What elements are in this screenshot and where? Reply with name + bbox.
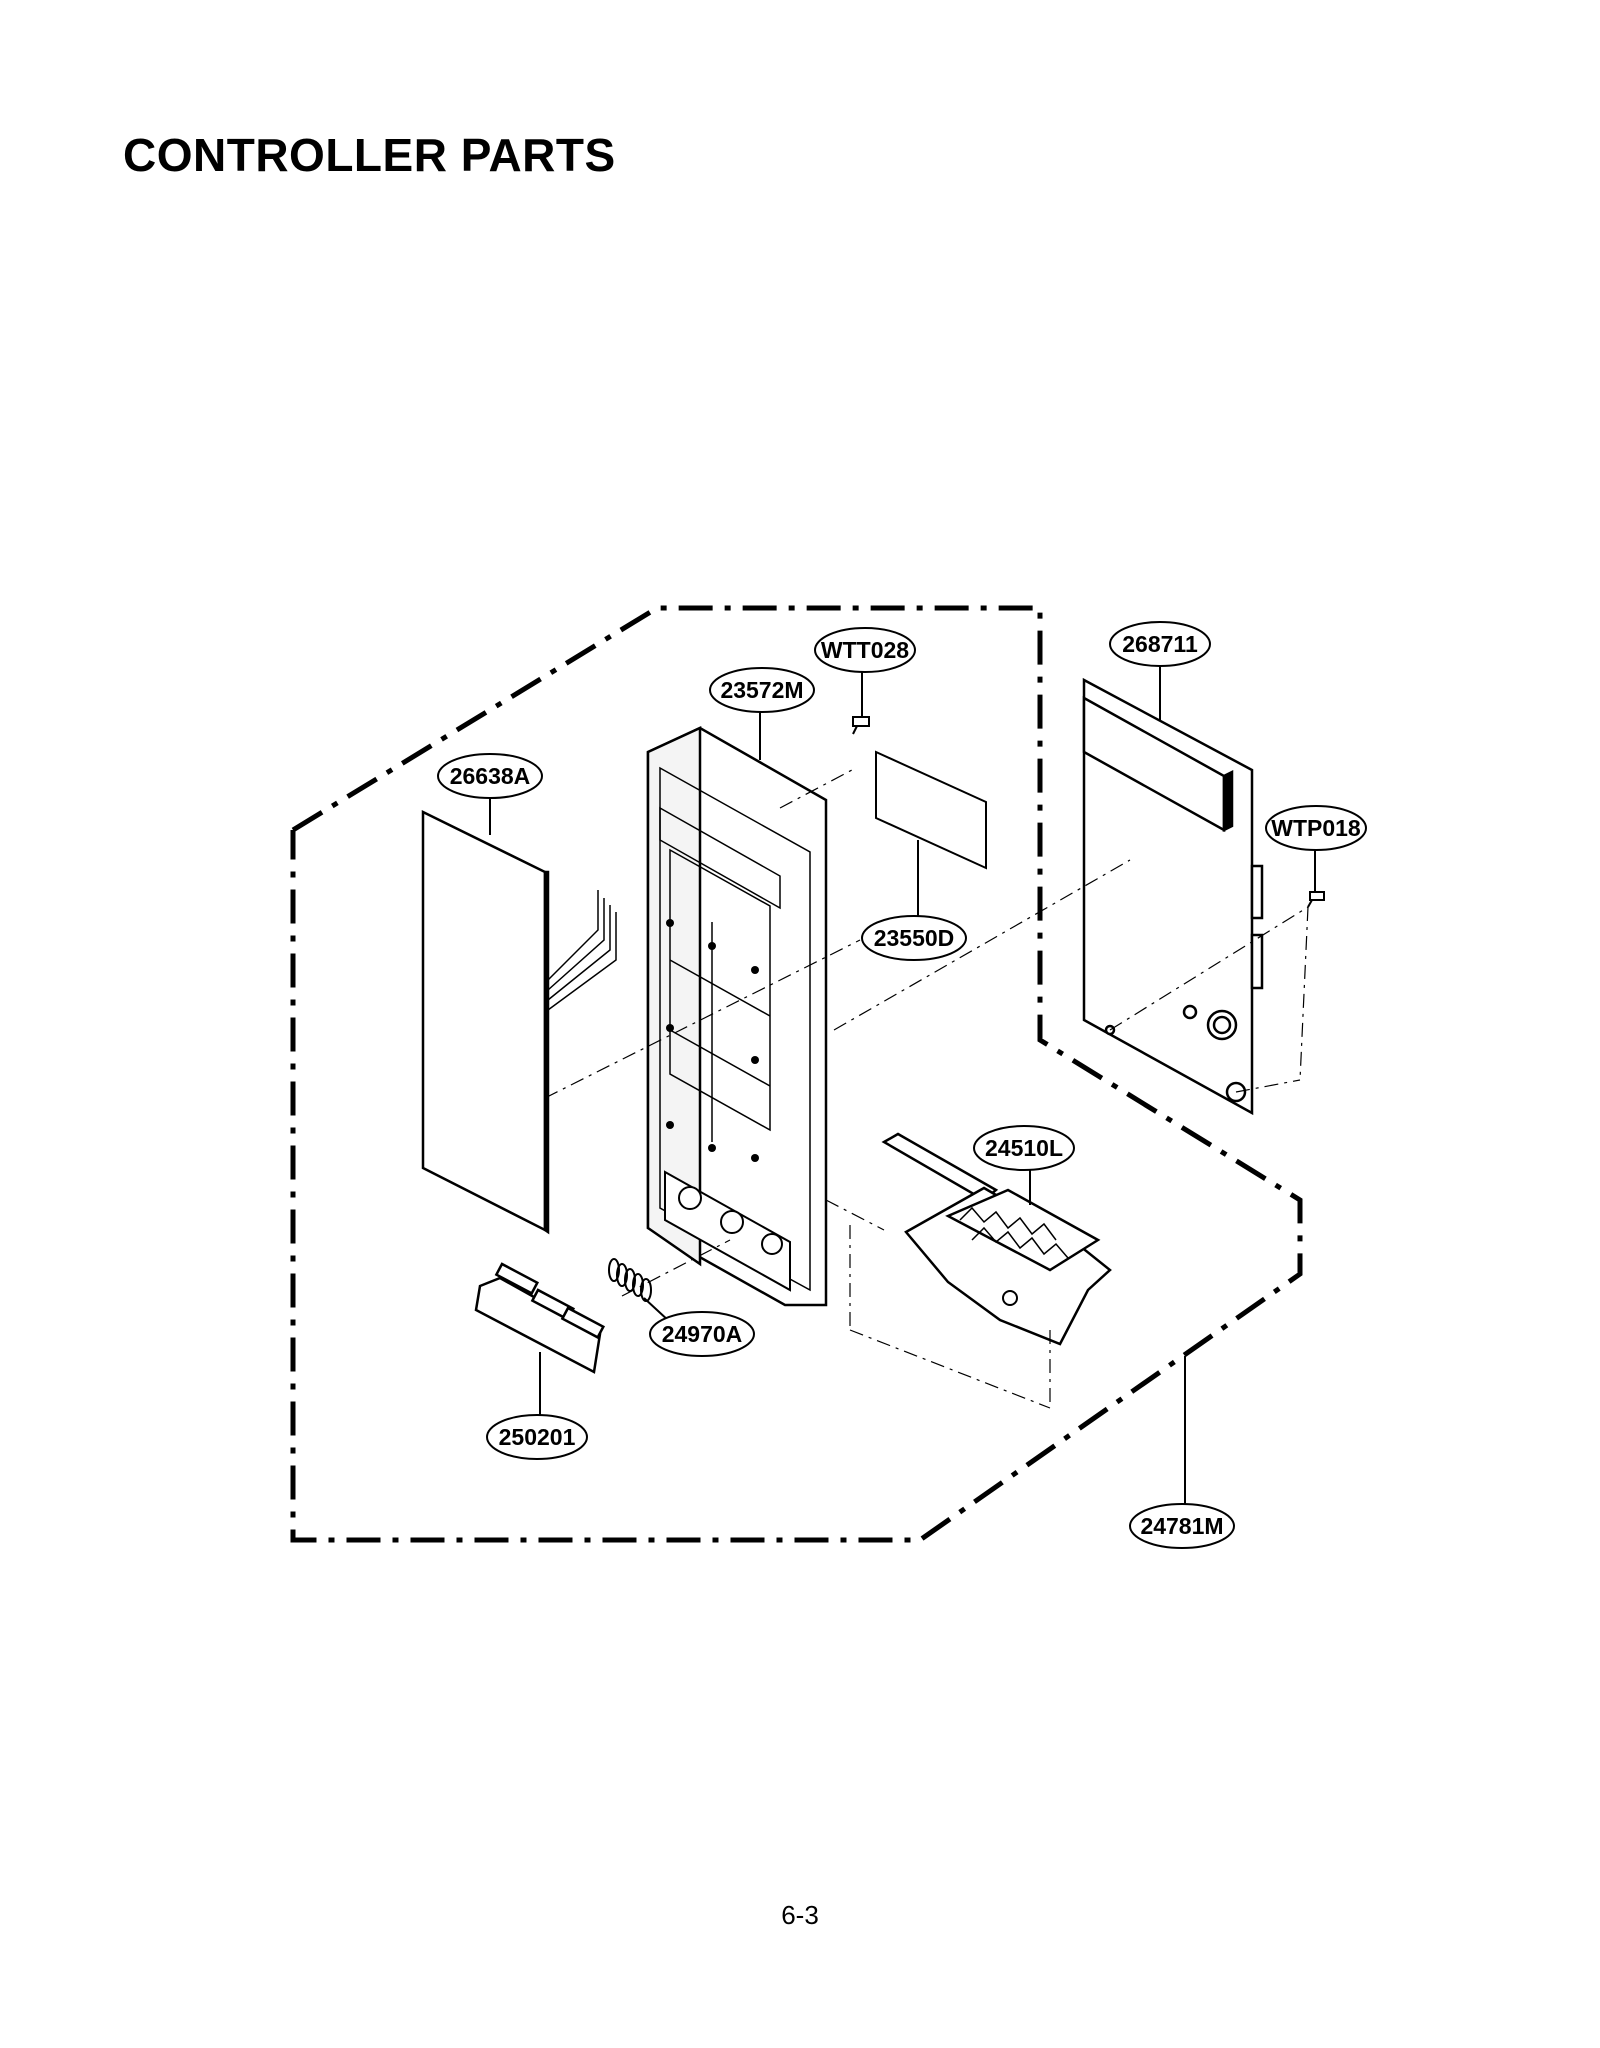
callout-label: 23572M — [720, 677, 803, 703]
callout-label: 26638A — [450, 763, 531, 789]
callout-label: 23550D — [874, 925, 955, 951]
screw-wtt028 — [852, 716, 870, 735]
callout-label: 24510L — [985, 1135, 1063, 1161]
callout-label: 24781M — [1140, 1513, 1223, 1539]
callout-26638a: 26638A — [437, 753, 543, 799]
callout-250201: 250201 — [486, 1414, 588, 1460]
membrane-sheet — [421, 809, 550, 1235]
lever-springs — [959, 1206, 1069, 1259]
control-panel-frame — [646, 726, 828, 1307]
ribbon-cable — [547, 890, 617, 1011]
callout-268711: 268711 — [1109, 621, 1211, 667]
callout-24970a: 24970A — [649, 1311, 755, 1357]
callout-23550d: 23550D — [861, 915, 967, 961]
callout-wtt028: WTT028 — [814, 627, 916, 673]
callout-label: WTT028 — [821, 637, 909, 663]
display-window — [875, 750, 987, 870]
panel-button-holes — [664, 1170, 791, 1292]
callout-24781m: 24781M — [1129, 1503, 1235, 1549]
page-title: CONTROLLER PARTS — [123, 129, 616, 181]
callout-wtp018: WTP018 — [1265, 805, 1367, 851]
pcb-board — [1082, 677, 1264, 1116]
assembly-guide-lines — [544, 769, 1309, 1409]
assembly-boundary — [290, 605, 1303, 1543]
callout-label: 24970A — [662, 1321, 743, 1347]
callout-label: 268711 — [1122, 631, 1198, 657]
callout-label: WTP018 — [1271, 815, 1361, 841]
lever-pin — [1002, 1290, 1018, 1306]
callout-label: 250201 — [499, 1424, 576, 1450]
push-button — [474, 1262, 606, 1374]
page-number: 6-3 — [781, 1900, 819, 1930]
callout-24510l: 24510L — [973, 1125, 1075, 1171]
callout-23572m: 23572M — [709, 667, 815, 713]
panel-grid — [669, 922, 771, 1142]
coil-spring — [608, 1258, 652, 1302]
screw-wtp018 — [1307, 891, 1325, 908]
panel-grid-dots — [666, 919, 759, 1162]
